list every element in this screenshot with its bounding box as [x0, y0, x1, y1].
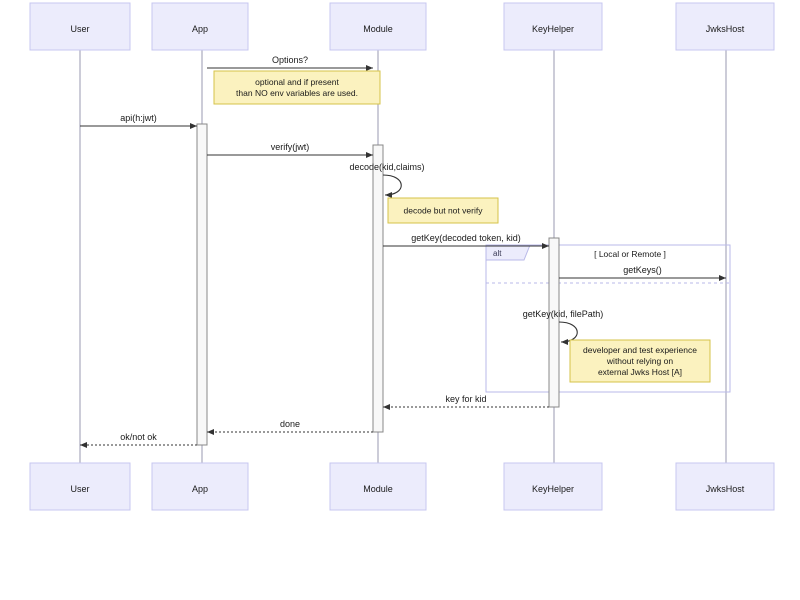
header-participant-keyhelper[interactable]: KeyHelper — [503, 2, 603, 51]
message-label: api(h:jwt) — [120, 113, 157, 123]
footer-participant-keyhelper[interactable]: KeyHelper — [503, 462, 603, 511]
participant-box[interactable] — [503, 462, 603, 511]
message-m4: decode(kid,claims) — [349, 162, 425, 198]
message-label: getKey(decoded token, kid) — [411, 233, 521, 243]
participant-box[interactable] — [675, 2, 775, 51]
participant-label: KeyHelper — [532, 484, 574, 494]
fragments-layer: alt [ Local or Remote ] — [485, 244, 731, 393]
participant-box[interactable] — [29, 2, 131, 51]
header-participant-user[interactable]: User — [29, 2, 131, 51]
footer-participant-module[interactable]: Module — [329, 462, 427, 511]
fragment-operator-label: alt — [493, 249, 502, 258]
note-line: external Jwks Host [A] — [598, 367, 682, 377]
participant-label: App — [192, 24, 208, 34]
note-line: optional and if present — [255, 77, 339, 87]
message-label: done — [280, 419, 300, 429]
participant-label: Module — [363, 484, 393, 494]
message-label: ok/not ok — [120, 432, 157, 442]
messages-layer: Options? api(h:jwt) verify(jwt) decode(kid,… — [80, 55, 726, 448]
participant-label: Module — [363, 24, 393, 34]
self-message-arrow — [558, 321, 578, 345]
note-box — [387, 197, 499, 224]
message-m2: api(h:jwt) — [80, 113, 197, 129]
participant-label: User — [70, 24, 89, 34]
header-participant-jwkshost[interactable]: JwksHost — [675, 2, 775, 51]
note-box — [213, 70, 381, 105]
note-line: decode but not verify — [404, 206, 484, 216]
footer-participant-jwkshost[interactable]: JwksHost — [675, 462, 775, 511]
self-message-arrow — [382, 174, 402, 198]
message-label: Options? — [272, 55, 308, 65]
activation-bar-keyhelper — [548, 237, 560, 408]
message-m6: getKeys() — [559, 265, 726, 281]
note-note-decode: decode but not verify — [387, 197, 499, 224]
participant-box[interactable] — [151, 462, 249, 511]
note-line: without relying on — [606, 356, 673, 366]
message-label: getKeys() — [623, 265, 662, 275]
note-line: developer and test experience — [583, 345, 697, 355]
participant-box[interactable] — [151, 2, 249, 51]
participant-box[interactable] — [29, 462, 131, 511]
message-m10: ok/not ok — [80, 432, 197, 448]
participant-label: KeyHelper — [532, 24, 574, 34]
message-m9: done — [207, 419, 373, 435]
activations-layer — [196, 123, 560, 446]
message-m1: Options? — [207, 55, 373, 71]
message-m7: getKey(kid, filePath) — [523, 309, 604, 345]
participant-label: JwksHost — [706, 484, 745, 494]
header-participant-app[interactable]: App — [151, 2, 249, 51]
participant-label: User — [70, 484, 89, 494]
note-line: than NO env variables are used. — [236, 88, 358, 98]
activation-bar-module — [372, 144, 384, 433]
message-label: key for kid — [445, 394, 486, 404]
note-box — [569, 339, 711, 383]
fragment-tab — [485, 244, 531, 261]
message-label: verify(jwt) — [271, 142, 310, 152]
participant-box[interactable] — [329, 2, 427, 51]
participant-box[interactable] — [503, 2, 603, 51]
footer-participant-user[interactable]: User — [29, 462, 131, 511]
message-m8: key for kid — [383, 394, 549, 410]
participant-box[interactable] — [675, 462, 775, 511]
fragment-condition-label: [ Local or Remote ] — [594, 249, 666, 259]
participant-label: App — [192, 484, 208, 494]
activation-bar-app — [196, 123, 208, 446]
message-label: getKey(kid, filePath) — [523, 309, 604, 319]
participant-box[interactable] — [329, 462, 427, 511]
header-participant-module[interactable]: Module — [329, 2, 427, 51]
fragment-border-alt — [485, 244, 731, 393]
message-m5: getKey(decoded token, kid) — [383, 233, 549, 249]
footer-participant-app[interactable]: App — [151, 462, 249, 511]
message-m3: verify(jwt) — [207, 142, 373, 158]
message-label: decode(kid,claims) — [349, 162, 424, 172]
participant-label: JwksHost — [706, 24, 745, 34]
